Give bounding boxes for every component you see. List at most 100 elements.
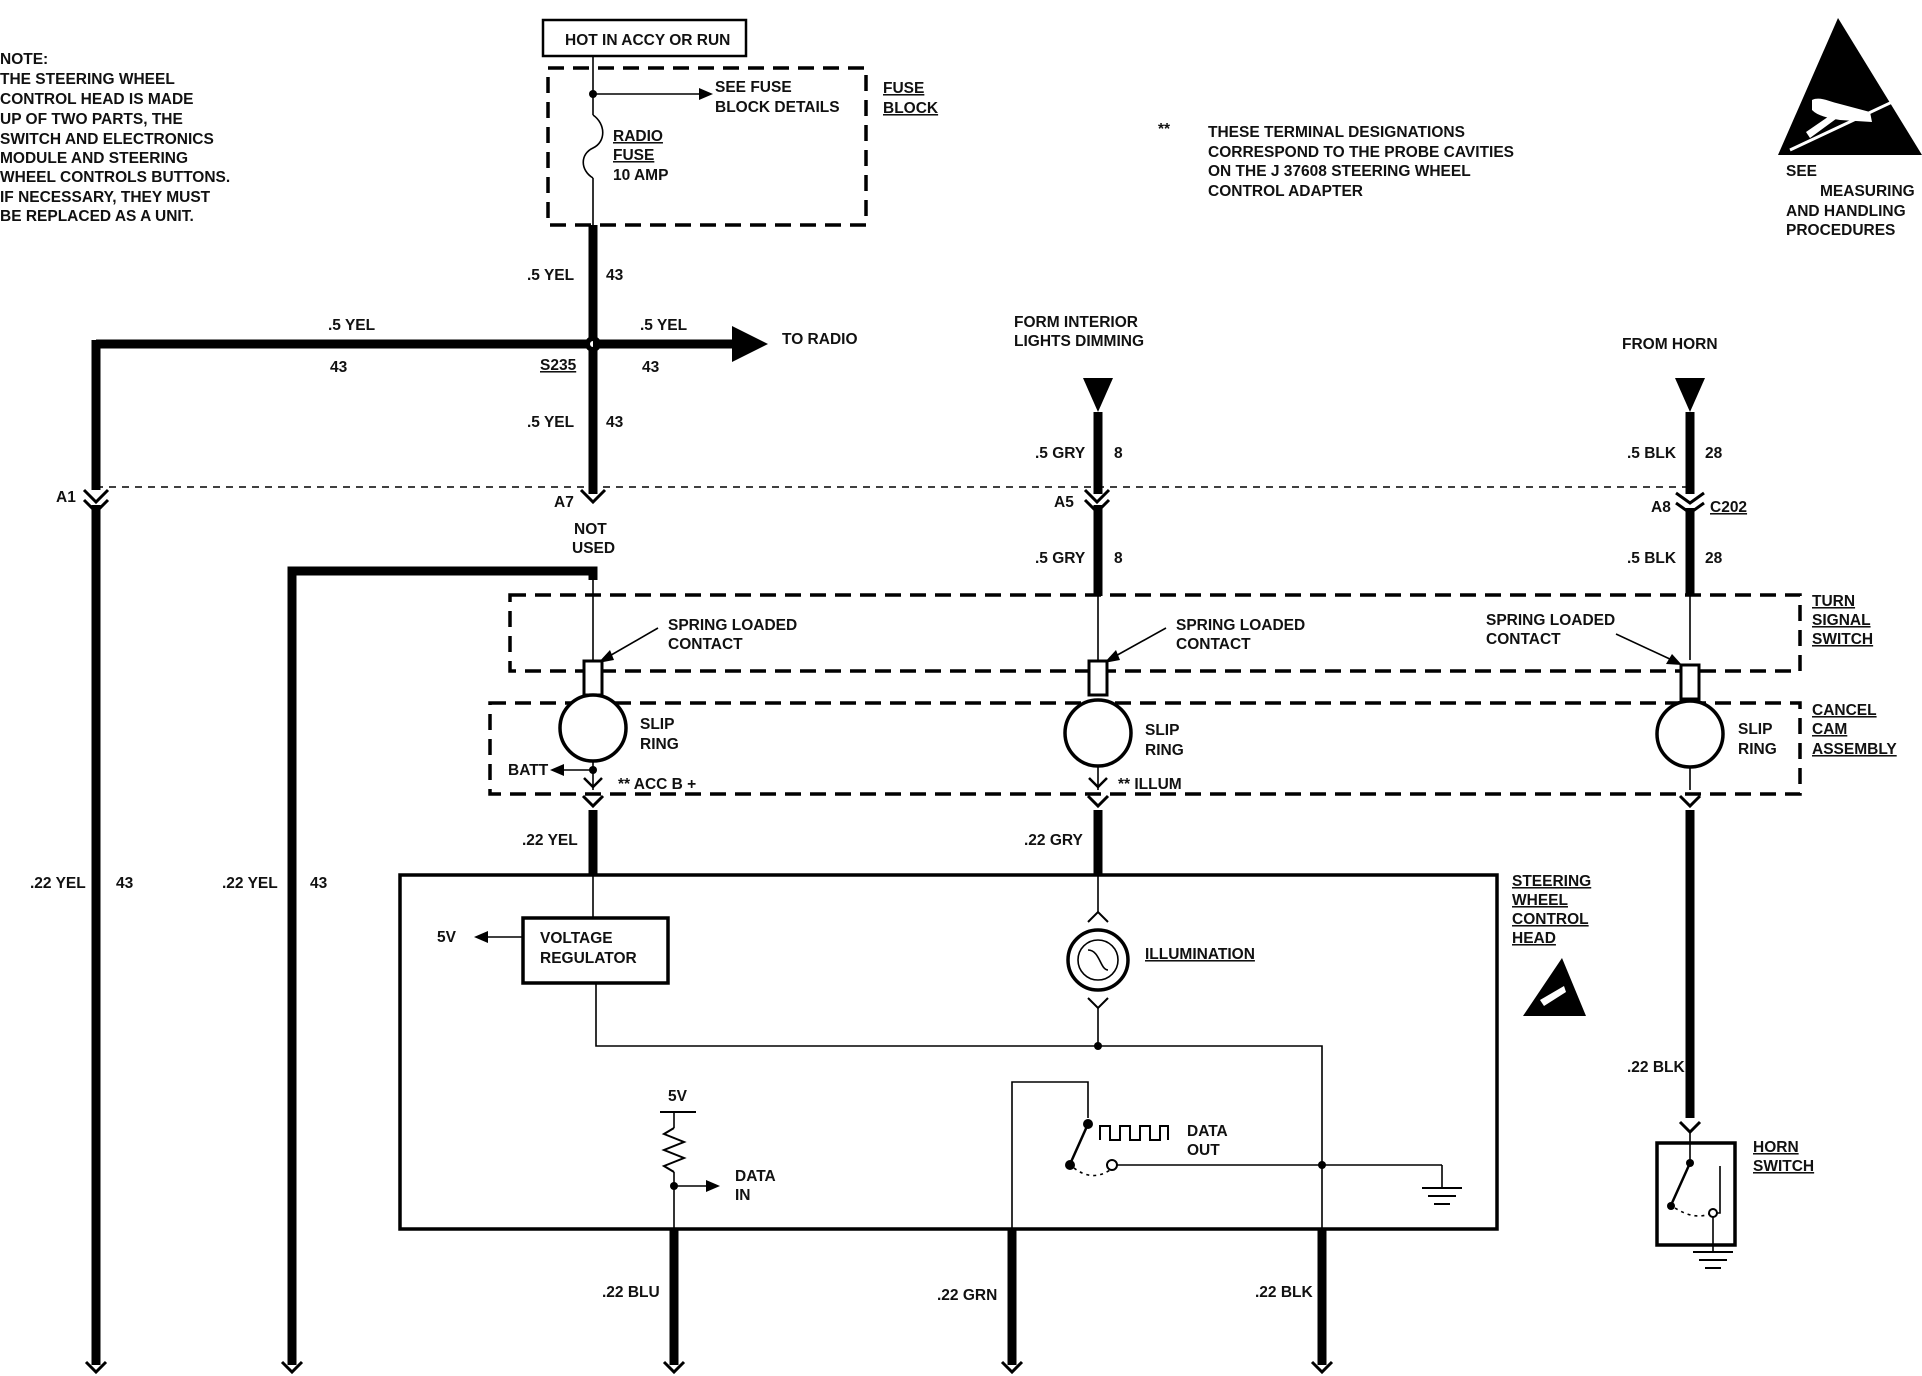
wire-color: .5 YEL [328,317,375,334]
wire-color: .22 YEL [30,875,86,892]
cavity-a1: A1 [56,489,76,506]
acc-terminal: ** ACC B + [618,776,696,793]
contact-label: CONTACT [1176,636,1251,653]
batt-label: BATT [508,762,549,779]
wire-circuit: 43 [606,267,624,284]
arrow-down-icon [1083,378,1113,412]
five-volt: 5V [668,1088,688,1105]
esd-text: PROCEDURES [1786,222,1895,239]
control-head-title: HEAD [1512,930,1556,947]
note-line: SWITCH AND ELECTRONICS [0,131,214,148]
contact-label: SPRING LOADED [668,617,797,634]
illum-terminal: ** ILLUM [1118,776,1182,793]
left-wires: .22 YEL 43 .22 YEL 43 [30,505,598,1375]
regulator-label: VOLTAGE [540,930,613,947]
ground-icon [1693,1251,1733,1269]
wire-color: .22 GRY [1024,832,1084,849]
slip-ring-label: SLIP [640,716,674,733]
control-head-title: STEERING [1512,873,1591,890]
esd-text: MEASURING [1820,183,1915,200]
wire-circuit: 43 [642,359,660,376]
note-line: UP OF TWO PARTS, THE [0,111,183,128]
note-line: NOTE: [0,51,48,68]
wire-circuit: 43 [330,359,348,376]
note-line: BE REPLACED AS A UNIT. [0,208,194,225]
connector-name: C202 [1710,499,1747,516]
wire-color: .22 BLK [1255,1284,1314,1301]
hot-label: HOT IN ACCY OR RUN [565,32,730,49]
fuse-icon [582,114,604,179]
cancel-cam-assembly: CANCEL CAM ASSEMBLY SLIP RING BATT ** AC… [488,659,1897,796]
wire-circuit: 8 [1114,445,1123,462]
five-volt: 5V [437,929,457,946]
radio-fuse-label: RADIO [613,128,663,145]
dimming-source: LIGHTS DIMMING [1014,333,1144,350]
wire-circuit: 43 [310,875,328,892]
slip-ring [1655,699,1725,769]
wire-color: .5 YEL [527,267,574,284]
turn-signal-switch: TURN SIGNAL SWITCH SPRING LOADED CONTACT… [508,593,1873,673]
contact-label: SPRING LOADED [1176,617,1305,634]
regulator-label: REGULATOR [540,950,637,967]
arrow-right-icon [699,88,713,100]
slip-ring [558,693,628,763]
wire-color: .22 GRN [937,1287,997,1304]
note-line: THE STEERING WHEEL [0,71,175,88]
note-line: MODULE AND STEERING [0,150,188,167]
arrow-right-icon [732,326,768,362]
wire-circuit: 8 [1114,550,1123,567]
slip-ring-label: SLIP [1145,722,1179,739]
wire-color: .22 BLU [602,1284,660,1301]
horn-switch: HORN SWITCH [1655,1132,1814,1269]
terminal-note-line: ON THE J 37608 STEERING WHEEL [1208,163,1471,180]
see-fuse-details: SEE FUSE [715,79,792,96]
contact-brush [1087,659,1109,697]
wire-color: .5 YEL [640,317,687,334]
wire-color: .5 BLK [1627,445,1677,462]
horn-source: FROM HORN [1622,336,1718,353]
splice-label: S235 [540,357,577,374]
cancel-cam-title: CAM [1812,721,1847,738]
slip-ring-label: RING [1738,741,1777,758]
lamp-icon [1066,928,1130,992]
control-head-title: WHEEL [1512,892,1568,909]
arrow-left-icon [550,764,564,776]
not-used: USED [572,540,615,557]
hot-in-accy-box: HOT IN ACCY OR RUN [541,18,748,58]
control-head-title: CONTROL [1512,911,1589,928]
cavity-a7: A7 [554,494,574,511]
wire-circuit: 28 [1705,445,1723,462]
cancel-cam-title: CANCEL [1812,702,1877,719]
arrow-down-icon [1675,378,1705,412]
connector-c202: A1 A7 NOT USED A5 A8 C202 [56,486,1747,557]
slip-ring-label: RING [1145,742,1184,759]
fuse-block-title: FUSE [883,80,924,97]
steering-wheel-note: NOTE: THE STEERING WHEEL CONTROL HEAD IS… [0,51,230,225]
dimming-source: FORM INTERIOR [1014,314,1138,331]
cavity-a8: A8 [1651,499,1671,516]
terminal-note-line: CONTROL ADAPTER [1208,183,1363,200]
not-used: NOT [574,521,607,538]
wire-circuit: 43 [116,875,134,892]
cavity-a5: A5 [1054,494,1074,511]
wire-color: .22 YEL [222,875,278,892]
illumination-label: ILLUMINATION [1145,946,1255,963]
contact-label: CONTACT [1486,631,1561,648]
horn-feed: FROM HORN .5 BLK 28 .5 BLK 28 [1622,336,1723,596]
terminal-note-line: CORRESPOND TO THE PROBE CAVITIES [1208,144,1514,161]
slip-ring-label: SLIP [1738,721,1772,738]
fuse-rating: 10 AMP [613,167,668,184]
to-radio-label: TO RADIO [782,331,858,348]
radio-fuse-label: FUSE [613,147,654,164]
data-out-switch [1069,1123,1090,1163]
note-line: CONTROL HEAD IS MADE [0,91,193,108]
see-fuse-details: BLOCK DETAILS [715,99,840,116]
contact-brush [582,659,604,697]
horn-switch-contact [1670,1162,1692,1204]
data-out-label: DATA [1187,1123,1228,1140]
terminal-note-line: THESE TERMINAL DESIGNATIONS [1208,124,1465,141]
contact-label: SPRING LOADED [1486,612,1615,629]
wire-circuit: 28 [1705,550,1723,567]
wire-color: .5 GRY [1035,445,1086,462]
